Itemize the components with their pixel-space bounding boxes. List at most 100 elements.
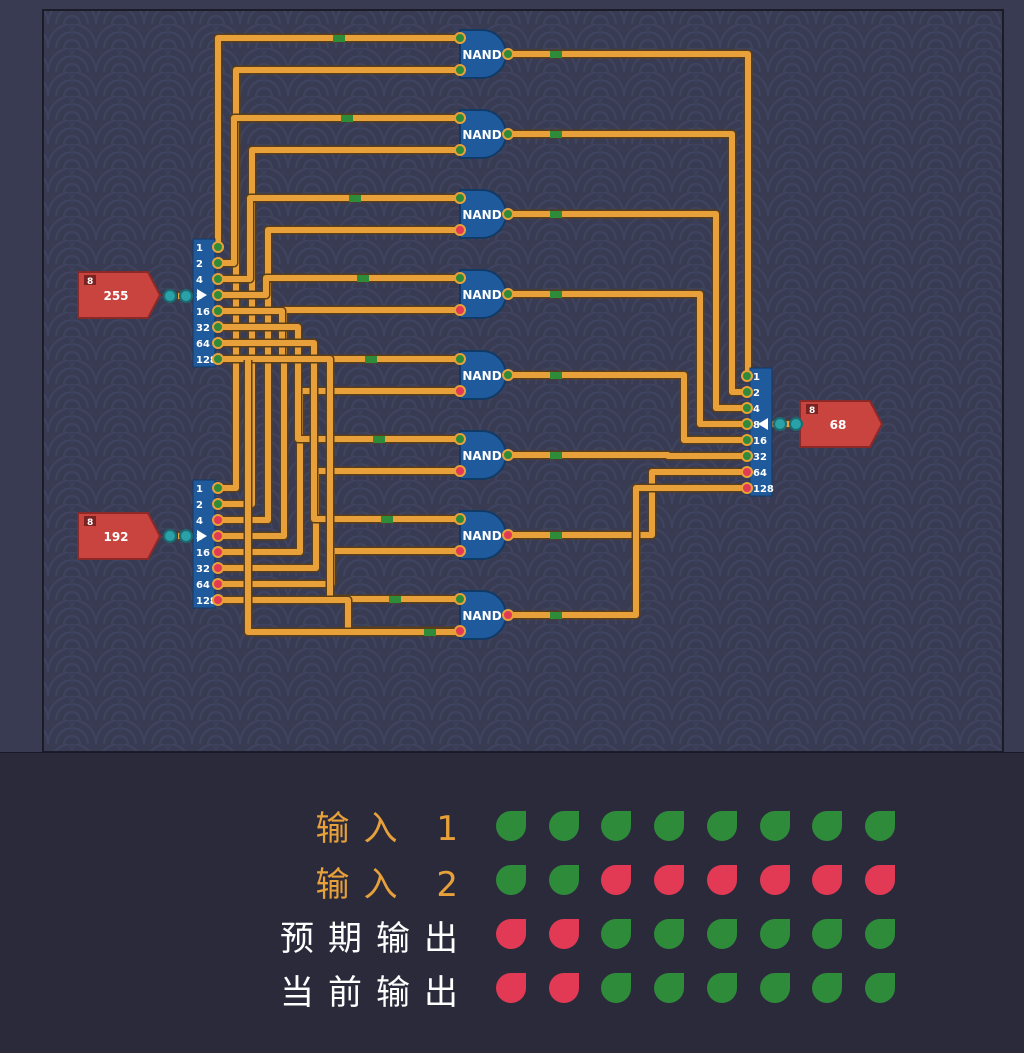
link-connector-2[interactable] — [163, 529, 193, 543]
nand-gate-7[interactable]: NAND — [454, 510, 514, 560]
bit-bar-body — [192, 238, 216, 368]
test-bit-indicator — [496, 811, 526, 841]
bit-pin[interactable] — [212, 482, 224, 494]
test-bit-indicator — [548, 973, 579, 1003]
nand-gate-3[interactable]: NAND — [454, 189, 514, 239]
test-bit-indicator — [654, 919, 685, 949]
wire[interactable] — [508, 485, 746, 618]
bit-pin[interactable] — [741, 482, 753, 494]
wire[interactable] — [508, 469, 746, 538]
gate-output-pin[interactable] — [502, 288, 514, 300]
bit-pin[interactable] — [212, 273, 224, 285]
bit-pin[interactable] — [212, 546, 224, 558]
bit-label: 2 — [196, 500, 203, 511]
bit-pin[interactable] — [741, 466, 753, 478]
nand-gate-5[interactable]: NAND — [454, 350, 514, 400]
bit-pin[interactable] — [212, 321, 224, 333]
bit-label: 128 — [753, 484, 774, 495]
bit-pin[interactable] — [212, 337, 224, 349]
wire[interactable] — [508, 131, 746, 395]
gate-input-pin[interactable] — [454, 625, 466, 637]
bit-pin[interactable] — [741, 402, 753, 414]
nand-gate-1[interactable]: NAND — [454, 29, 514, 79]
bit-label: 32 — [196, 564, 210, 575]
test-bit-indicator — [706, 865, 737, 895]
bit-pin[interactable] — [741, 386, 753, 398]
circuit-canvas[interactable]: NAND NAND NAND NAND NAND NAND NAND NAND 12481632… — [0, 0, 1024, 753]
test-bit-indicator — [759, 919, 790, 949]
nand-gate-8[interactable]: NAND — [454, 590, 514, 640]
bit-pin[interactable] — [741, 418, 753, 430]
bit-pin[interactable] — [212, 594, 224, 606]
bit-pin[interactable] — [212, 514, 224, 526]
gate-input-pin[interactable] — [454, 465, 466, 477]
gate-input-pin[interactable] — [454, 304, 466, 316]
bit-pin[interactable] — [212, 305, 224, 317]
gate-output-pin[interactable] — [502, 609, 514, 621]
gate-output-pin[interactable] — [502, 369, 514, 381]
bit-pin[interactable] — [212, 289, 224, 301]
gate-input-pin[interactable] — [454, 144, 466, 156]
wire[interactable] — [245, 360, 460, 635]
gate-input-pin[interactable] — [454, 64, 466, 76]
bit-pin[interactable] — [212, 257, 224, 269]
test-panel: 输入 1 输入 2 预期输出 当前输出 — [0, 752, 1024, 1053]
wire-signal-marker — [424, 629, 436, 636]
bit-label: 16 — [753, 436, 767, 447]
bit-pin[interactable] — [212, 530, 224, 542]
bit-pin[interactable] — [212, 498, 224, 510]
test-bit-indicator — [548, 919, 579, 949]
wire[interactable] — [508, 372, 746, 443]
bit-pin[interactable] — [741, 450, 753, 462]
gate-input-pin[interactable] — [454, 353, 466, 365]
bit-pin[interactable] — [741, 434, 753, 446]
gate-output-pin[interactable] — [502, 128, 514, 140]
gate-output-pin[interactable] — [502, 48, 514, 60]
gate-input-pin[interactable] — [454, 272, 466, 284]
wire[interactable] — [508, 452, 746, 459]
bit-pin[interactable] — [741, 370, 753, 382]
bit-label: 64 — [196, 339, 210, 350]
nand-gate-2[interactable]: NAND — [454, 109, 514, 159]
output-box[interactable]: 868 — [799, 400, 884, 448]
nand-gate-4[interactable]: NAND — [454, 269, 514, 319]
wire[interactable] — [508, 291, 746, 427]
wire[interactable] — [218, 227, 460, 523]
wire-signal-marker — [550, 372, 562, 379]
gate-input-pin[interactable] — [454, 593, 466, 605]
bit-pin[interactable] — [212, 353, 224, 365]
test-bit-indicator — [706, 973, 737, 1003]
gate-input-pin[interactable] — [454, 224, 466, 236]
gate-input-pin[interactable] — [454, 513, 466, 525]
wire[interactable] — [215, 35, 460, 247]
gate-input-pin[interactable] — [454, 112, 466, 124]
gate-input-pin[interactable] — [454, 545, 466, 557]
bit-label: 32 — [196, 323, 210, 334]
gate-output-pin[interactable] — [502, 449, 514, 461]
gate-input-pin[interactable] — [454, 385, 466, 397]
link-connector-3[interactable] — [773, 417, 803, 431]
bit-pin[interactable] — [212, 578, 224, 590]
nand-gate-label: NAND — [462, 529, 501, 543]
circuit-board[interactable]: NAND NAND NAND NAND NAND NAND NAND NAND 12481632… — [0, 0, 1024, 753]
io-value: 255 — [103, 289, 128, 303]
gate-output-pin[interactable] — [502, 208, 514, 220]
nand-gate-6[interactable]: NAND — [454, 430, 514, 480]
connector-right — [179, 289, 193, 303]
gate-input-pin[interactable] — [454, 32, 466, 44]
gate-output-pin[interactable] — [502, 529, 514, 541]
wire[interactable] — [218, 388, 460, 555]
wire[interactable] — [508, 211, 746, 411]
gate-input-pin[interactable] — [454, 433, 466, 445]
link-connector-1[interactable] — [163, 289, 193, 303]
bit-label: 64 — [196, 580, 210, 591]
bit-pin[interactable] — [212, 241, 224, 253]
bit-pin[interactable] — [212, 562, 224, 574]
gate-input-pin[interactable] — [454, 192, 466, 204]
test-bit-indicator — [496, 919, 526, 949]
